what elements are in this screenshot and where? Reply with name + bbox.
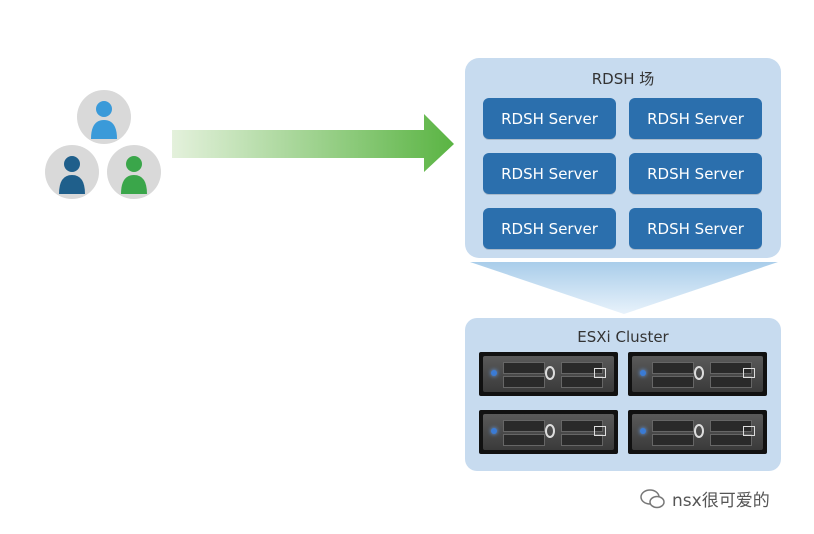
user-icon — [91, 101, 117, 139]
user-icon — [121, 156, 147, 194]
power-led-icon — [491, 370, 497, 376]
server-rack — [479, 410, 618, 454]
server-rack — [628, 352, 767, 396]
rdsh-farm-panel: RDSH 场 RDSH Server RDSH Server RDSH Serv… — [465, 58, 781, 258]
power-led-icon — [640, 428, 646, 434]
rdsh-server: RDSH Server — [629, 98, 762, 139]
server-rack — [628, 410, 767, 454]
port-icon — [594, 426, 606, 436]
funnel-connector — [470, 262, 778, 314]
port-icon — [743, 426, 755, 436]
watermark-text: nsx很可爱的 — [672, 491, 770, 511]
rdsh-server: RDSH Server — [483, 153, 616, 194]
user-icon — [59, 156, 85, 194]
user-avatar-top — [77, 90, 131, 144]
farm-title: RDSH 场 — [591, 70, 655, 88]
port-icon — [594, 368, 606, 378]
flow-arrow — [172, 114, 454, 172]
user-avatar-left — [45, 145, 99, 199]
port-icon — [743, 368, 755, 378]
user-avatar-right — [107, 145, 161, 199]
cluster-title: ESXi Cluster — [577, 328, 669, 346]
rdsh-server: RDSH Server — [629, 208, 762, 249]
power-led-icon — [640, 370, 646, 376]
server-rack — [479, 352, 618, 396]
rdsh-server: RDSH Server — [483, 98, 616, 139]
knob-icon — [545, 366, 555, 380]
power-led-icon — [491, 428, 497, 434]
esxi-cluster-panel: ESXi Cluster — [465, 318, 781, 471]
knob-icon — [545, 424, 555, 438]
watermark: nsx很可爱的 — [640, 486, 770, 511]
knob-icon — [694, 366, 704, 380]
rdsh-server: RDSH Server — [629, 153, 762, 194]
rdsh-server: RDSH Server — [483, 208, 616, 249]
wechat-icon — [640, 488, 665, 508]
knob-icon — [694, 424, 704, 438]
